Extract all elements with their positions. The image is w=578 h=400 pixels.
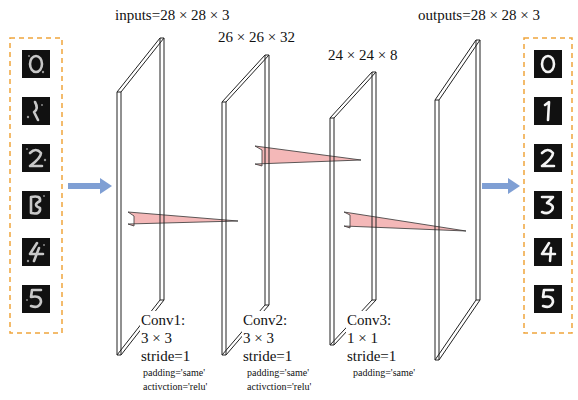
dimension-label: 24 × 24 × 8: [328, 46, 397, 64]
plane-outline: [218, 28, 295, 357]
plane-edge: [265, 305, 269, 306]
layer-param: stride=1: [346, 347, 397, 365]
input-frame: [10, 38, 62, 333]
clean-digits: [534, 50, 562, 313]
feature-map-plane: 24 × 24 × 8: [328, 46, 398, 347]
plane-outline: [418, 6, 541, 362]
plane-edge: [160, 300, 164, 301]
feature-map-plane: 26 × 26 × 32: [218, 28, 295, 357]
noisy-digits: [22, 50, 50, 313]
plane-edge: [222, 355, 226, 356]
layer-param: stride=1: [242, 347, 293, 365]
layer-param: 3 × 3: [140, 329, 173, 347]
plane-edge: [435, 40, 476, 360]
plane-edge: [117, 355, 121, 356]
layer-param: 3 × 3: [242, 329, 275, 347]
dimension-label: 26 × 26 × 32: [218, 28, 295, 46]
plane-outline: [115, 6, 230, 357]
plane-edge: [226, 55, 269, 355]
plane-edge: [121, 38, 164, 355]
plane-edge: [117, 92, 121, 93]
plane-edge: [435, 100, 439, 101]
plane-edge: [330, 72, 372, 345]
plane-outline: [328, 46, 398, 347]
plane-edge: [265, 55, 269, 56]
plane-edge: [476, 40, 480, 41]
layer-option: padding='same': [246, 366, 310, 379]
layer-param: Conv2:: [242, 311, 288, 329]
plane-edge: [372, 300, 376, 301]
feature-map-plane: outputs=28 × 28 × 3: [418, 6, 541, 362]
layer-param: Conv3:: [346, 311, 392, 329]
plane-edge: [160, 38, 164, 39]
plane-edge: [435, 360, 439, 361]
dimension-label: outputs=28 × 28 × 3: [418, 6, 540, 24]
plane-edge: [334, 72, 376, 345]
layer-param: stride=1: [140, 347, 191, 365]
dimension-label: inputs=28 × 28 × 3: [115, 6, 230, 24]
receptive-cone: [128, 146, 466, 231]
plane-edge: [439, 40, 480, 360]
flow-arrow: [68, 178, 520, 194]
plane-edge: [222, 102, 226, 103]
plane-edge: [330, 118, 334, 119]
plane-edge: [330, 345, 334, 346]
plane-edge: [117, 38, 160, 355]
layer-option: activction='relu': [246, 380, 312, 393]
layer-option: padding='same': [142, 366, 206, 379]
layer-param: Conv1:: [140, 311, 186, 329]
output-frame: [524, 38, 572, 333]
layer-option: activction='relu': [142, 380, 208, 393]
layer-option: padding='same': [352, 366, 416, 379]
plane-edge: [372, 72, 376, 73]
plane-edge: [476, 300, 480, 301]
layer-param: 1 × 1: [346, 329, 379, 347]
feature-map-plane: inputs=28 × 28 × 3: [115, 6, 230, 357]
